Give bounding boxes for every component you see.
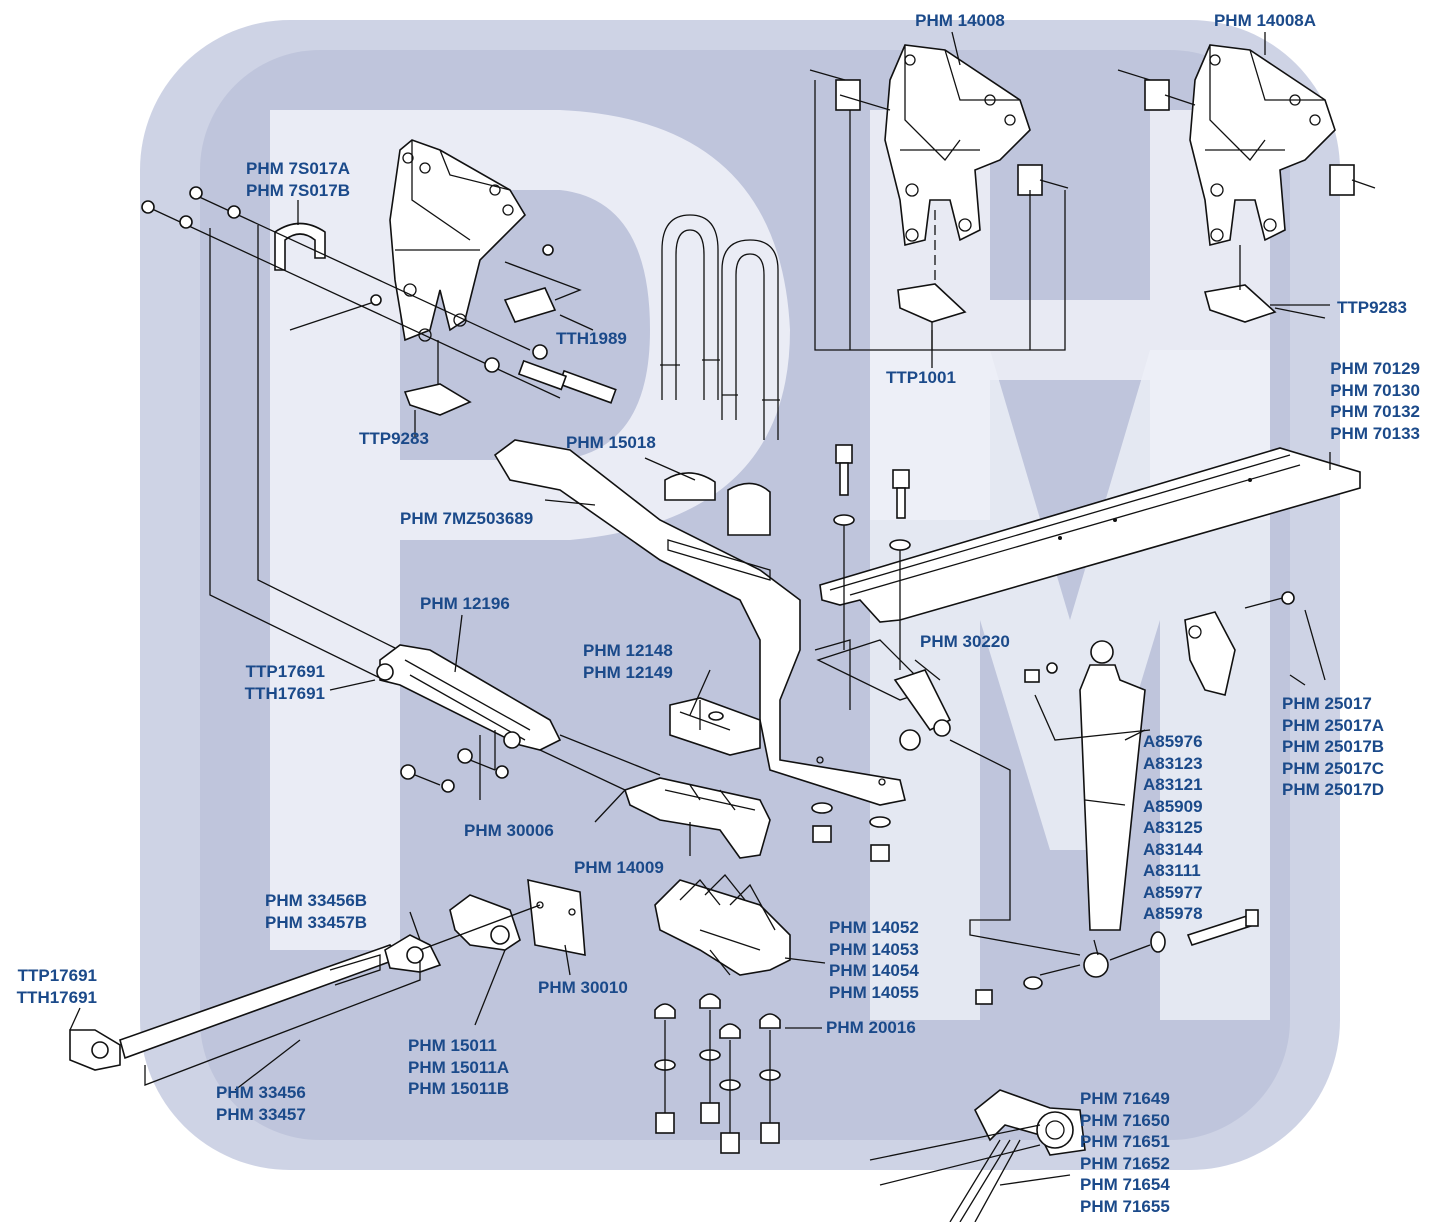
u-bolts (660, 214, 780, 536)
label-phm-12196: PHM 12196 (420, 594, 510, 613)
axle-channel (814, 447, 1361, 786)
label-phm-14008a: PHM 14008A (1213, 11, 1317, 30)
hanger-bracket-14008 (809, 44, 1069, 351)
leaf-spring (493, 439, 906, 806)
label-phm-30220: PHM 30220 (920, 632, 1010, 651)
center-bolts-and-washers (811, 444, 911, 862)
torque-arm-detail (869, 1089, 1086, 1222)
axle-seat-assembly (539, 697, 771, 859)
label-phm-30006: PHM 30006 (464, 821, 554, 840)
leader-lines (69, 31, 1331, 1091)
label-phm-14009: PHM 14009 (574, 858, 664, 877)
hanger-bracket-14008a (1117, 44, 1376, 323)
label-phm-30010: PHM 30010 (538, 978, 628, 997)
torque-rod-upper (376, 644, 562, 800)
stud-nuts-and-washers (654, 993, 781, 1154)
label-ttp9283-right: TTP9283 (1337, 298, 1407, 317)
label-phm-20016: PHM 20016 (826, 1018, 916, 1037)
label-ttp9283-left: TTP9283 (359, 429, 429, 448)
label-phm-15018: PHM 15018 (566, 433, 656, 452)
left-hanger-assembly (141, 139, 617, 679)
label-ttp1001: TTP1001 (886, 368, 956, 387)
torque-rod-lower (69, 878, 586, 1086)
label-tth1989: TTH1989 (556, 329, 627, 348)
label-phm-14008: PHM 14008 (915, 11, 1005, 30)
lower-spring-seat (654, 874, 791, 976)
shock-absorber (949, 591, 1326, 1005)
label-phm-7mz503689: PHM 7MZ503689 (400, 509, 534, 528)
